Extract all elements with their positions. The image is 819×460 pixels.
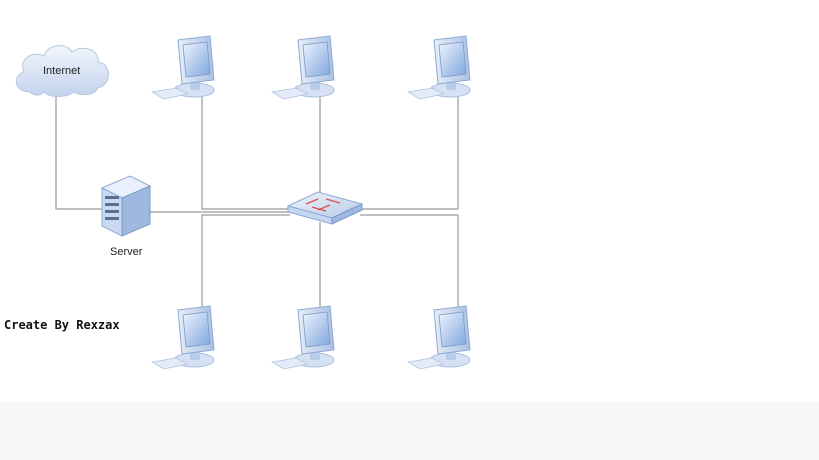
server-label: Server [110, 246, 143, 258]
cloud-icon [15, 45, 109, 97]
server-tower-icon [100, 175, 152, 237]
link-switch-ws-bottom-3 [360, 214, 459, 312]
credit-text: Create By Rexzax [4, 318, 120, 332]
internet-label: Internet [43, 65, 80, 77]
workstation-icon [151, 35, 215, 100]
link-switch-ws-bottom-1 [201, 214, 290, 312]
workstation-icon [407, 35, 471, 100]
network-switch-icon [286, 191, 364, 225]
workstation-top-1 [151, 35, 215, 100]
network-switch [286, 191, 364, 225]
workstation-icon [407, 305, 471, 370]
workstation-bottom-1 [151, 305, 215, 370]
network-links [55, 95, 459, 312]
workstation-icon [151, 305, 215, 370]
workstation-bottom-2 [271, 305, 335, 370]
link-switch-ws-top-3 [360, 96, 459, 210]
bottom-band [0, 402, 819, 460]
workstation-icon [271, 305, 335, 370]
workstation-bottom-3 [407, 305, 471, 370]
workstation-icon [271, 35, 335, 100]
internet-cloud: Internet [15, 45, 109, 97]
link-switch-ws-top-1 [201, 96, 290, 210]
workstation-top-3 [407, 35, 471, 100]
workstation-top-2 [271, 35, 335, 100]
server: Server [100, 175, 152, 258]
link-internet-server [55, 95, 105, 210]
